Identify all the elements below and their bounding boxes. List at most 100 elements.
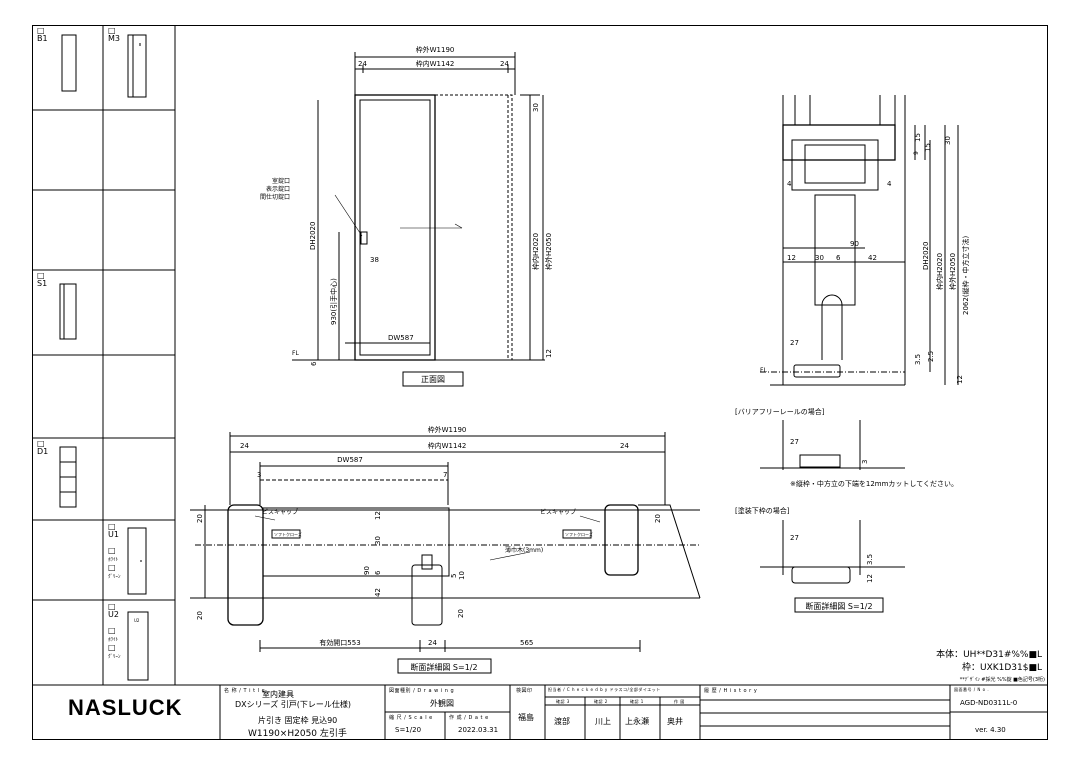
front-dim-inner-w: 枠内W1142	[416, 59, 455, 68]
sidebar	[32, 25, 1048, 686]
door-frame-outline	[354, 94, 436, 361]
plan-screw-cap-left: ビスキャップ	[262, 508, 298, 516]
door-m3-icon	[127, 34, 147, 98]
tb-date: 2022.03.31	[458, 726, 499, 734]
tb-r4: 奥井	[667, 717, 683, 726]
sidebar-b1-label: □B1	[37, 26, 48, 43]
sec-dim-3-5: 3.5	[914, 354, 922, 365]
front-dim-24b: 24	[500, 60, 509, 68]
sec-dim-30: 30	[944, 136, 952, 145]
plan-dim-3: 3	[257, 471, 261, 479]
softclose-right	[562, 529, 592, 539]
section-caption: 断面詳細図 S=1/2	[805, 601, 872, 611]
plan-section	[190, 432, 701, 674]
plan-dim-5: 5	[450, 574, 458, 578]
tb-dwgno-header: 図面番号 / N o .	[954, 687, 990, 692]
top-guide-section	[791, 139, 879, 191]
sec-dim-9: 9	[913, 151, 920, 155]
plan-caption-box	[397, 658, 492, 674]
floor-dim-27: 27	[790, 534, 799, 542]
door-s1-icon	[59, 283, 77, 340]
plan-softclose-left: ソフトクローズ	[274, 531, 302, 537]
plan-dim-24a: 24	[240, 442, 249, 450]
front-dim-12: 12	[545, 349, 553, 358]
tb-check-header: 担当者 / C h e c k e d b y ドラスコ/全部ダイエット	[548, 687, 661, 692]
sec-dim-h-inner: 枠内H2020	[935, 253, 944, 290]
sec-dim-15a: 15	[914, 133, 922, 142]
nasluck-logo: NASLUCK	[68, 695, 183, 720]
plan-softclose-right: ソフトクローズ	[565, 531, 593, 537]
door-body-section	[814, 194, 856, 306]
sec-dim-h-outer: 枠外H2050	[948, 253, 957, 290]
front-dim-6: 6	[310, 361, 318, 366]
plan-caption: 断面詳細図 S=1/2	[410, 662, 477, 672]
plan-open-w: 有効開口553	[319, 638, 360, 647]
front-dim-38: 38	[370, 256, 379, 264]
tb-r3-header: 確認 1	[630, 699, 644, 704]
front-dim-h-outer: 枠外H2050	[544, 233, 553, 270]
plan-dim-90: 90	[363, 566, 371, 575]
door-b1-icon	[61, 34, 77, 92]
plan-dim-24b: 24	[620, 442, 629, 450]
sec-dim-90: 90	[850, 240, 859, 248]
sec-dim-27: 27	[790, 339, 799, 347]
door-leaf-section	[262, 507, 450, 577]
drawing-frame	[32, 25, 1048, 740]
front-dim-30: 30	[532, 103, 540, 112]
sec-dim-42: 42	[868, 254, 877, 262]
plan-dim-30: 30	[374, 536, 382, 545]
front-label-1: 室錠口	[272, 177, 290, 185]
front-dim-930: 930(引手中心)	[329, 278, 338, 325]
floor-rail-profile	[791, 566, 851, 584]
barrier-title: [バリアフリーレールの場合]	[735, 407, 825, 416]
tb-r2-header: 確認 2	[594, 699, 608, 704]
floor-dim-3-5: 3.5	[866, 554, 874, 565]
front-dim-dh: DH2020	[309, 222, 317, 250]
tb-r4-header: 作 図	[674, 699, 685, 704]
plan-labels: 枠外W1190 枠内W1142 24 24 DW587 3 7 20 20 20…	[196, 425, 662, 672]
sec-dim-12: 12	[787, 254, 796, 262]
barrier-rail-profile	[799, 454, 841, 468]
sidebar-u2-sub: U2	[134, 618, 140, 623]
plan-dim-6: 6	[374, 570, 382, 575]
tb-r3: 上永瀬	[625, 717, 649, 726]
plan-dim-dw: DW587	[337, 456, 363, 464]
tb-r1-header: 確認 3	[556, 699, 570, 704]
sidebar-s1-label: □S1	[37, 271, 48, 288]
tb-name-4: W1190×H2050 左引手	[248, 729, 347, 739]
front-label-2: 表示錠口	[266, 185, 290, 193]
bottom-rail-profile	[793, 364, 841, 378]
section-caption-box	[794, 597, 884, 613]
tb-date-header: 作 成 / D a t e	[449, 715, 489, 721]
tb-drawing-header: 図面種別 / D r a w i n g	[389, 688, 455, 694]
plan-screw-cap-right: ビスキャップ	[540, 508, 576, 516]
tb-factory-header: 検図印	[516, 688, 533, 694]
front-caption: 正面図	[421, 375, 445, 384]
tb-dwgno: AGD-ND0311L-0	[960, 699, 1018, 707]
plan-dim-42: 42	[374, 588, 382, 597]
sec-dim-4b: 4	[887, 180, 892, 188]
front-dim-outer-w: 枠外W1190	[416, 45, 455, 54]
sec-dim-30b: 30	[815, 254, 824, 262]
sec-dim-dh: DH2020	[922, 242, 930, 270]
plan-dim-7: 7	[443, 471, 447, 479]
section-note: ※縦枠・中方立の下端を12mmカットしてください。	[790, 479, 958, 488]
softclose-left	[271, 529, 301, 539]
spec-body: 本体：UH**D31#%%■L	[936, 648, 1042, 660]
tb-scale-header: 縮 尺 / S c a l e	[389, 715, 433, 721]
plan-dim-inner-w: 枠内W1142	[428, 441, 467, 450]
tb-drawing: 外観図	[430, 699, 454, 708]
sidebar-u2-label: □U2 □ﾎﾜｲﾄ □ｸﾞﾘｰﾝ	[108, 602, 121, 661]
front-label-3: 間仕切錠口	[260, 193, 290, 201]
tb-factory: 福島	[518, 713, 534, 722]
tb-name-1: 室内建具	[262, 690, 294, 699]
plan-thin-wood: 薄巾木(3mm)	[505, 546, 543, 554]
front-view	[292, 52, 545, 387]
plan-dim-10: 10	[458, 571, 466, 580]
right-frame-section	[604, 504, 639, 576]
front-dim-h-inner: 枠内H2020	[531, 233, 540, 270]
left-frame-section	[227, 504, 264, 626]
barrier-dim-27: 27	[790, 438, 799, 446]
front-view-labels: 枠外W1190 枠内W1142 24 24 30 枠内H2020 枠外H2050…	[260, 45, 553, 384]
sec-fl: FL	[760, 367, 767, 374]
